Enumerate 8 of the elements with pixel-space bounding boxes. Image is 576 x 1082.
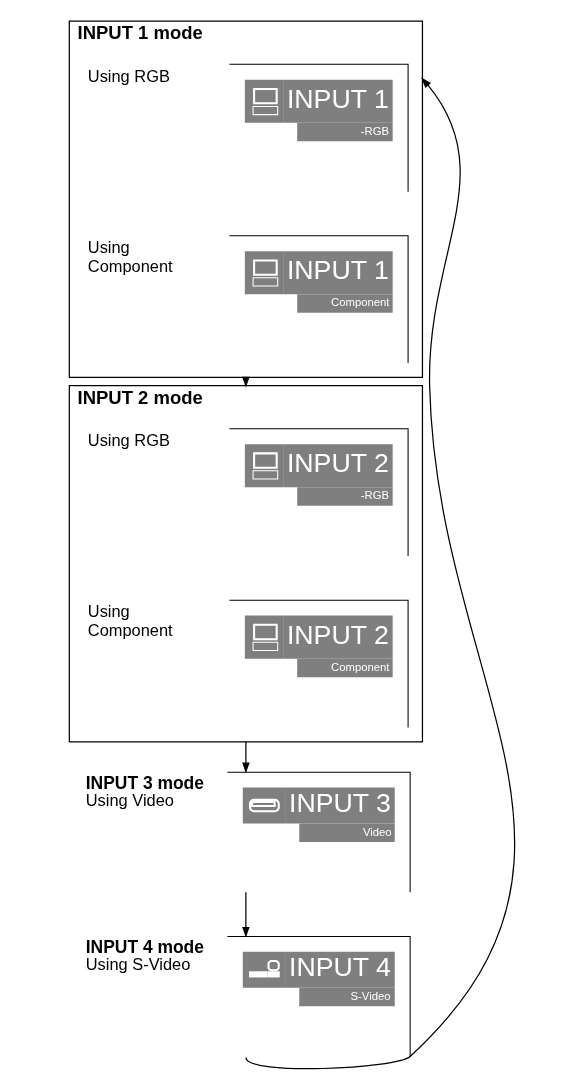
node-label: Using Component bbox=[87, 238, 173, 275]
arrow bbox=[242, 891, 250, 938]
node-label: Using RGB bbox=[87, 431, 170, 450]
node-label: Using S-Video bbox=[85, 955, 191, 974]
arrow bbox=[242, 741, 250, 774]
node-label: INPUT 4 mode bbox=[85, 937, 204, 958]
node-label: Using RGB bbox=[87, 66, 170, 85]
node-label: Using Component bbox=[87, 602, 173, 639]
